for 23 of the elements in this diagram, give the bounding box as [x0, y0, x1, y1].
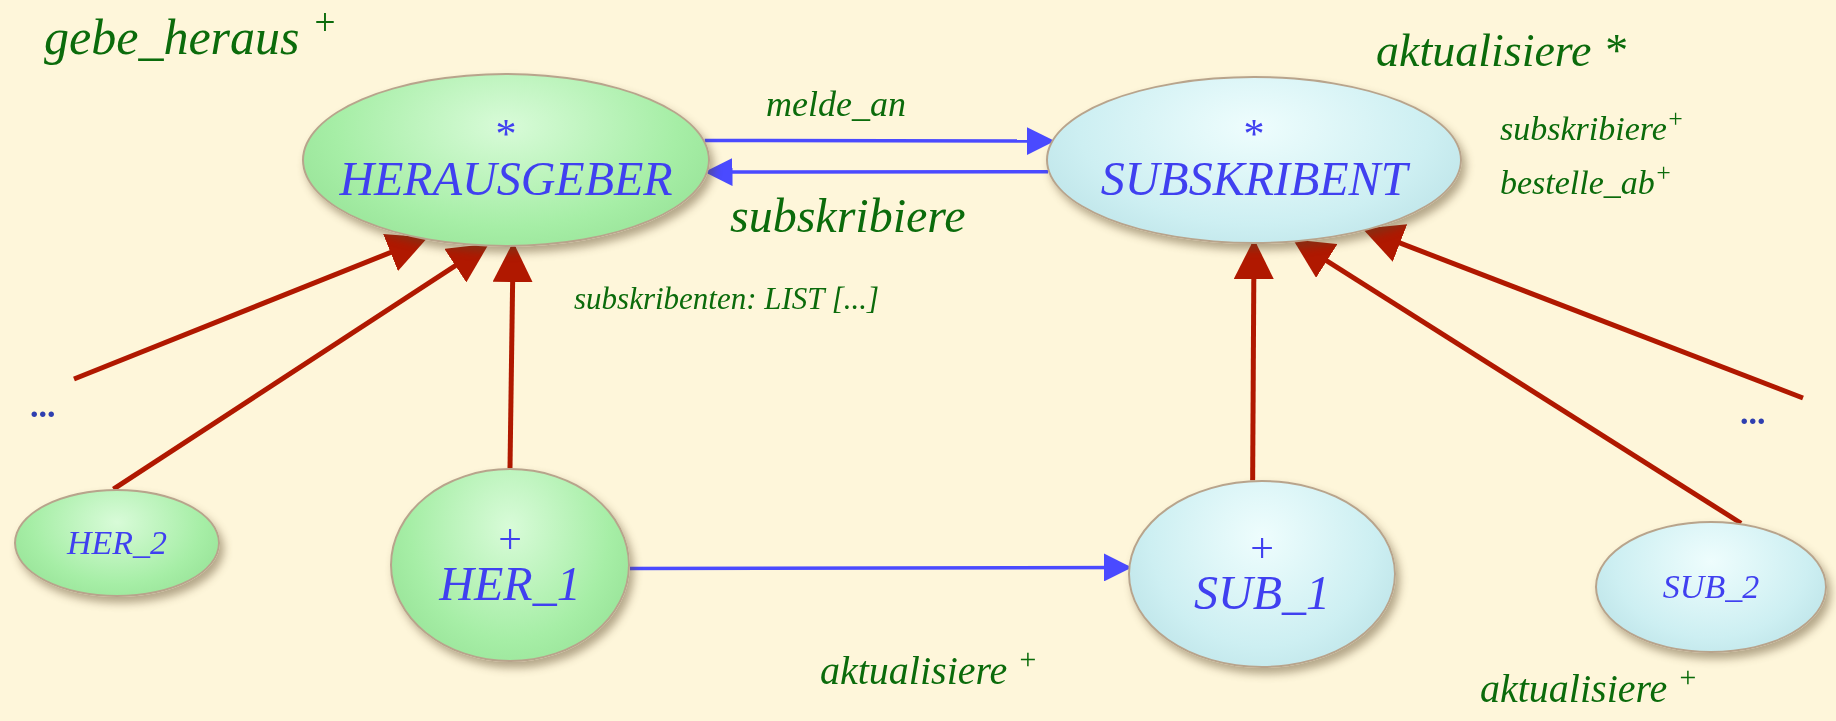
arrow — [1362, 224, 1804, 401]
edge-label: subskribiere — [730, 192, 966, 240]
ellipsis-mark: ... — [1740, 393, 1766, 433]
feature-label: gebe_heraus $^{+}$ — [44, 6, 338, 67]
arrow — [73, 233, 428, 382]
feature-label: aktualisiere $^{+}$ — [1480, 664, 1698, 713]
class-marker: * — [495, 115, 517, 153]
class-marker: + — [1250, 529, 1274, 567]
class-marker: + — [498, 520, 522, 558]
edge-label: melde_an — [766, 86, 906, 122]
class-marker: * — [1243, 115, 1265, 153]
class-name: HER_1 — [439, 558, 581, 610]
feature-label: bestelle_ab$^{+}$ — [1500, 162, 1673, 203]
class-name: SUB_2 — [1662, 567, 1760, 607]
class-name: HER_2 — [66, 523, 168, 563]
feature-label: aktualisiere * — [1376, 24, 1626, 78]
class-name: SUB_1 — [1194, 567, 1330, 619]
arrow — [704, 127, 1055, 156]
class-name: HERAUSGEBER — [339, 153, 673, 205]
ellipsis-mark: ... — [30, 386, 56, 426]
feature-label: subskribiere$^{+}$ — [1500, 108, 1685, 149]
feature-label: aktualisiere $^{+}$ — [820, 646, 1038, 695]
feature-label: subskribenten: LIST [...] — [574, 280, 880, 318]
